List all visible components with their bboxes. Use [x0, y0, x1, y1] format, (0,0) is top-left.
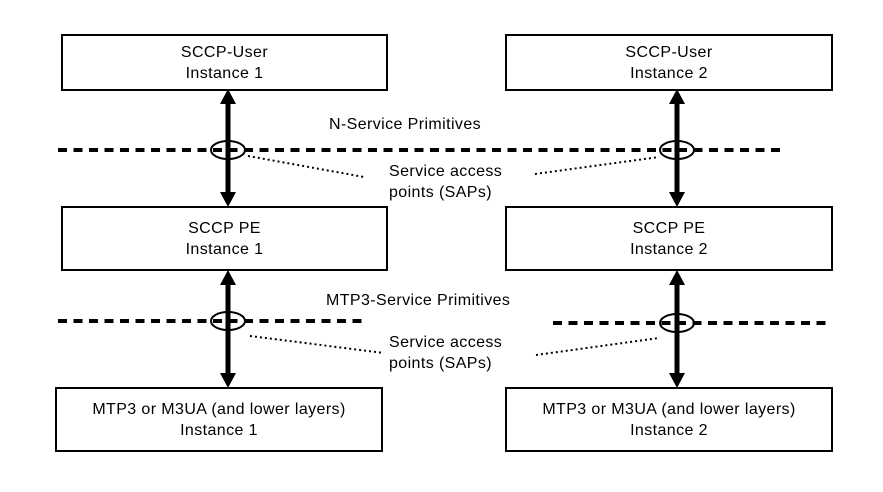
- node-subtitle: Instance 2: [630, 64, 708, 82]
- sap-leader-lower-left: [249, 335, 385, 354]
- arrow-sccp-pe-2-to-mtp3-2: [669, 270, 685, 388]
- node-sccp-user-instance-2: SCCP-User Instance 2: [505, 34, 833, 91]
- node-title: SCCP PE: [632, 219, 706, 237]
- node-sccp-user-instance-1: SCCP-User Instance 1: [61, 34, 388, 91]
- arrow-sccp-pe-1-to-mtp3-1: [220, 270, 236, 388]
- label-service-access-points-upper: Service access points (SAPs): [389, 161, 502, 203]
- sap-leader-upper-left: [247, 155, 365, 178]
- label-service-access-points-lower: Service access points (SAPs): [389, 332, 502, 374]
- arrow-sccp-user-2-to-sccp-pe-2: [669, 89, 685, 207]
- label-line: points (SAPs): [389, 355, 493, 372]
- label-line: Service access: [389, 334, 503, 351]
- node-subtitle: Instance 2: [630, 240, 708, 258]
- node-subtitle: Instance 1: [185, 64, 264, 82]
- node-subtitle: Instance 1: [180, 421, 258, 439]
- node-mtp3-m3ua-instance-1: MTP3 or M3UA (and lower layers) Instance…: [55, 387, 383, 452]
- node-sccp-pe-instance-1: SCCP PE Instance 1: [61, 206, 388, 271]
- node-mtp3-m3ua-instance-2: MTP3 or M3UA (and lower layers) Instance…: [505, 387, 833, 452]
- sap-leader-upper-right: [534, 156, 660, 175]
- node-title: MTP3 or M3UA (and lower layers): [92, 400, 346, 418]
- node-title: SCCP PE: [188, 219, 261, 237]
- node-title: SCCP-User: [180, 43, 269, 61]
- node-title: SCCP-User: [625, 43, 713, 61]
- label-line: points (SAPs): [389, 184, 493, 201]
- node-title: MTP3 or M3UA (and lower layers): [542, 400, 796, 418]
- node-sccp-pe-instance-2: SCCP PE Instance 2: [505, 206, 833, 271]
- node-subtitle: Instance 2: [630, 421, 708, 439]
- label-mtp3-service-primitives: MTP3-Service Primitives: [326, 292, 511, 309]
- arrow-sccp-user-1-to-sccp-pe-1: [220, 89, 236, 207]
- node-subtitle: Instance 1: [185, 240, 264, 258]
- label-n-service-primitives: N-Service Primitives: [329, 116, 482, 133]
- label-line: Service access: [389, 163, 503, 180]
- sap-leader-lower-right: [535, 337, 660, 356]
